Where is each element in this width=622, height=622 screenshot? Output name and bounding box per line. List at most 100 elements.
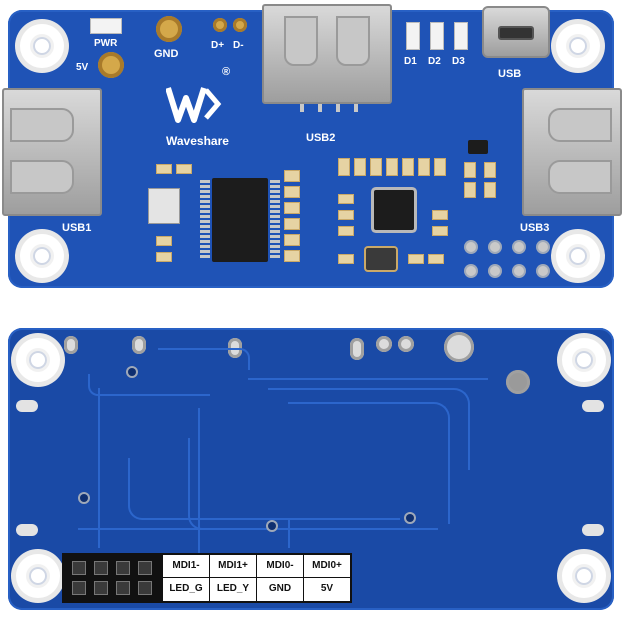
resistor xyxy=(434,158,446,176)
solder-pad xyxy=(64,336,78,354)
solder-pad xyxy=(376,336,392,352)
resistor xyxy=(484,182,496,198)
header-pad xyxy=(514,266,524,276)
pwr-led xyxy=(90,18,122,34)
header-pad xyxy=(466,242,476,252)
usb2-connector xyxy=(262,4,392,104)
trace xyxy=(198,408,220,568)
trace xyxy=(268,518,290,548)
top-board: PWR GND D+ D- 5V ® Waveshare USB2 D1 D2 … xyxy=(2,4,622,288)
resistor xyxy=(402,158,414,176)
pinout-cell: MDI1- xyxy=(163,555,209,578)
mounting-hole xyxy=(556,234,600,278)
pinout-table: MDI1- LED_G MDI1+ LED_Y MDI0- GND MDI0+ … xyxy=(62,553,352,603)
resistor xyxy=(432,226,448,236)
solder-pad xyxy=(398,336,414,352)
5v-pad xyxy=(98,52,124,78)
dp-label: D+ xyxy=(211,40,225,51)
resistor xyxy=(484,162,496,178)
pinout-column: MDI0- GND xyxy=(256,555,303,601)
pin-header xyxy=(64,555,162,601)
trace xyxy=(288,402,450,524)
regulator xyxy=(468,140,488,154)
resistor xyxy=(284,218,300,230)
pinout-cell: GND xyxy=(268,583,292,594)
header-pad xyxy=(490,266,500,276)
resistor xyxy=(354,158,366,176)
header-pad xyxy=(490,242,500,252)
resistor xyxy=(338,226,354,236)
usb3-connector xyxy=(522,88,622,216)
oscillator xyxy=(366,248,396,270)
pinout-column: MDI1+ LED_Y xyxy=(209,555,256,601)
edge-pad xyxy=(582,400,604,412)
trace xyxy=(98,388,140,548)
trace xyxy=(88,374,210,396)
d2-label: D2 xyxy=(428,56,441,67)
resistor xyxy=(428,254,444,264)
header-pad xyxy=(538,266,548,276)
resistor xyxy=(284,202,300,214)
dm-label: D- xyxy=(233,40,244,51)
resistor xyxy=(284,250,300,262)
resistor xyxy=(386,158,398,176)
trace xyxy=(248,378,488,440)
5v-label: 5V xyxy=(76,62,89,73)
gnd-label: GND xyxy=(154,48,179,60)
resistor xyxy=(156,164,172,174)
header-pad xyxy=(538,242,548,252)
pinout-cell: LED_G xyxy=(169,583,203,594)
d3-led xyxy=(454,22,468,50)
resistor xyxy=(338,210,354,220)
d1-label: D1 xyxy=(404,56,417,67)
resistor xyxy=(338,158,350,176)
d3-label: D3 xyxy=(452,56,465,67)
resistor xyxy=(338,194,354,204)
brand-text: Waveshare xyxy=(166,134,229,148)
resistor xyxy=(176,164,192,174)
mounting-hole xyxy=(16,554,60,598)
mounting-hole xyxy=(562,338,606,382)
d1-led xyxy=(406,22,420,50)
solder-pad xyxy=(132,336,146,354)
resistor xyxy=(464,182,476,198)
resistor xyxy=(284,234,300,246)
resistor xyxy=(408,254,424,264)
resistor xyxy=(432,210,448,220)
trace xyxy=(268,388,470,470)
gnd-pad xyxy=(156,16,182,42)
solder-pad xyxy=(444,332,474,362)
mounting-hole xyxy=(562,554,606,598)
edge-pad xyxy=(16,524,38,536)
pinout-cell: LED_Y xyxy=(216,583,250,594)
header-pad xyxy=(514,242,524,252)
solder-pad xyxy=(506,370,530,394)
dm-pad xyxy=(233,18,247,32)
usb3-label: USB3 xyxy=(520,222,550,234)
pinout-cell: MDI1+ xyxy=(210,555,256,578)
mounting-hole xyxy=(556,24,600,68)
pinout-column: MDI0+ 5V xyxy=(303,555,350,601)
mounting-hole xyxy=(20,234,64,278)
resistor xyxy=(284,170,300,182)
resistor xyxy=(156,236,172,246)
small-chip xyxy=(374,190,414,230)
usb1-label: USB1 xyxy=(62,222,92,234)
trace xyxy=(128,458,400,520)
registered-mark: ® xyxy=(222,66,231,78)
resistor xyxy=(156,252,172,262)
solder-pad xyxy=(350,338,364,360)
pinout-cell: MDI0+ xyxy=(304,555,350,578)
mounting-hole xyxy=(20,24,64,68)
dp-pad xyxy=(213,18,227,32)
resistor xyxy=(370,158,382,176)
resistor xyxy=(338,254,354,264)
edge-pad xyxy=(16,400,38,412)
chip-pins-left xyxy=(200,180,210,258)
usb2-pins xyxy=(300,104,358,112)
crystal xyxy=(148,188,180,224)
mounting-hole xyxy=(16,338,60,382)
usb1-connector xyxy=(2,88,102,216)
hub-controller-chip xyxy=(212,178,268,262)
resistor xyxy=(418,158,430,176)
